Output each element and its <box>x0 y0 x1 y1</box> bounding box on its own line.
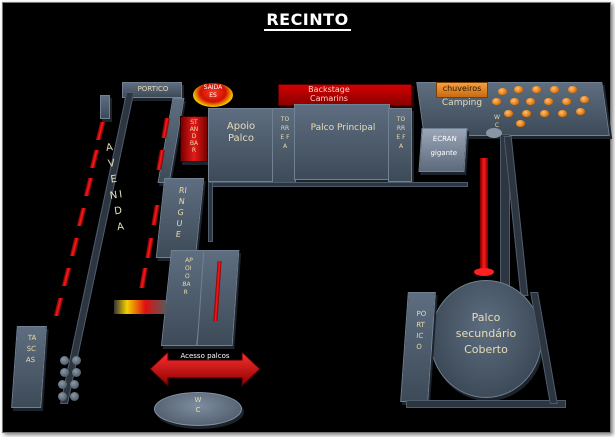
torre-fa-right[interactable]: TORRE FA <box>388 108 412 182</box>
tent-16 <box>576 108 585 115</box>
wc-post-5 <box>58 380 67 389</box>
tent-15 <box>558 110 567 117</box>
left-wall-bar <box>100 95 110 119</box>
wc-post-2 <box>72 356 81 365</box>
tascas[interactable]: TASCAS <box>11 326 47 408</box>
wc-post-4 <box>72 368 81 377</box>
ecran-label: ECRAN <box>421 135 468 143</box>
bottom-wall <box>406 400 566 408</box>
apoio-palco[interactable]: Apoio Palco <box>208 108 274 182</box>
palco-principal-label: Palco Principal <box>295 123 391 133</box>
tent-5 <box>568 86 577 93</box>
tent-10 <box>562 98 571 105</box>
palco-sec-label-2: secundário <box>431 327 541 340</box>
torre-fa-left-label: TORRE FA <box>280 115 290 151</box>
portico-right-label: PORTICO <box>414 309 427 353</box>
saida-label: SAIDA <box>193 84 233 91</box>
wc-post-6 <box>70 380 79 389</box>
chuveiros-label: chuveiros <box>437 84 487 93</box>
tent-4 <box>550 86 559 93</box>
tent-14 <box>540 110 549 117</box>
backstage-camarins[interactable]: Backstage Camarins <box>278 84 412 106</box>
tascas-label: TASCAS <box>25 333 37 366</box>
tent-8 <box>526 98 535 105</box>
bar-counter-red <box>213 261 221 321</box>
tent-6 <box>492 98 501 105</box>
palco-secundario[interactable]: Palco secundário Coberto <box>430 280 542 398</box>
tent-2 <box>514 86 523 93</box>
saida-es-label: ES <box>193 92 233 99</box>
camping-label: Camping <box>434 98 490 108</box>
palco-sec-label-3: Coberto <box>431 343 541 356</box>
ringue-label: RINGUE <box>173 185 189 240</box>
access-corridor-cap <box>474 268 494 276</box>
gigante-label: gigante <box>421 149 468 157</box>
tent-12 <box>504 110 513 117</box>
torre-fa-left[interactable]: TORRE FA <box>272 108 296 184</box>
tent-1 <box>498 88 507 95</box>
ringue[interactable]: RINGUE <box>156 178 204 258</box>
tent-3 <box>532 86 541 93</box>
right-fence-post <box>486 128 502 138</box>
acesso-palcos-label: Acesso palcos <box>168 352 242 360</box>
map-title: RECINTO <box>0 10 615 29</box>
wc-post-3 <box>60 368 69 377</box>
chuveiros[interactable]: chuveiros <box>436 82 488 98</box>
tent-11 <box>580 96 589 103</box>
wc-post-8 <box>70 392 79 401</box>
ecran-gigante[interactable]: ECRAN gigante <box>418 128 467 172</box>
wc-bottom[interactable]: WC <box>154 392 242 426</box>
central-fence-top <box>208 182 468 187</box>
camarins-label: Camarins <box>299 94 359 103</box>
palco-sec-label-1: Palco <box>431 311 541 324</box>
wc-post-1 <box>60 356 69 365</box>
saida-exit[interactable]: SAIDA ES <box>193 83 233 107</box>
access-corridor-red <box>480 158 488 274</box>
tent-9 <box>544 98 553 105</box>
wc-bottom-label: WC <box>193 395 203 415</box>
tent-13 <box>522 110 531 117</box>
stand-bar-label: STAND BAR <box>189 119 199 154</box>
bar-strip <box>114 300 166 314</box>
central-fence-left <box>208 182 213 242</box>
palco-principal[interactable]: Palco Principal <box>294 104 390 180</box>
stand-bar[interactable]: STAND BAR <box>180 116 208 162</box>
wc-post-7 <box>58 392 67 401</box>
torre-fa-right-label: TORRE FA <box>396 115 406 151</box>
backstage-label: Backstage <box>299 85 359 94</box>
apoio-bar-label: APOIO BAR <box>180 257 194 297</box>
bar-counter[interactable] <box>197 250 240 346</box>
apoio-palco-label: Apoio Palco <box>221 121 261 145</box>
tent-7 <box>510 98 519 105</box>
tent-17 <box>516 120 525 127</box>
